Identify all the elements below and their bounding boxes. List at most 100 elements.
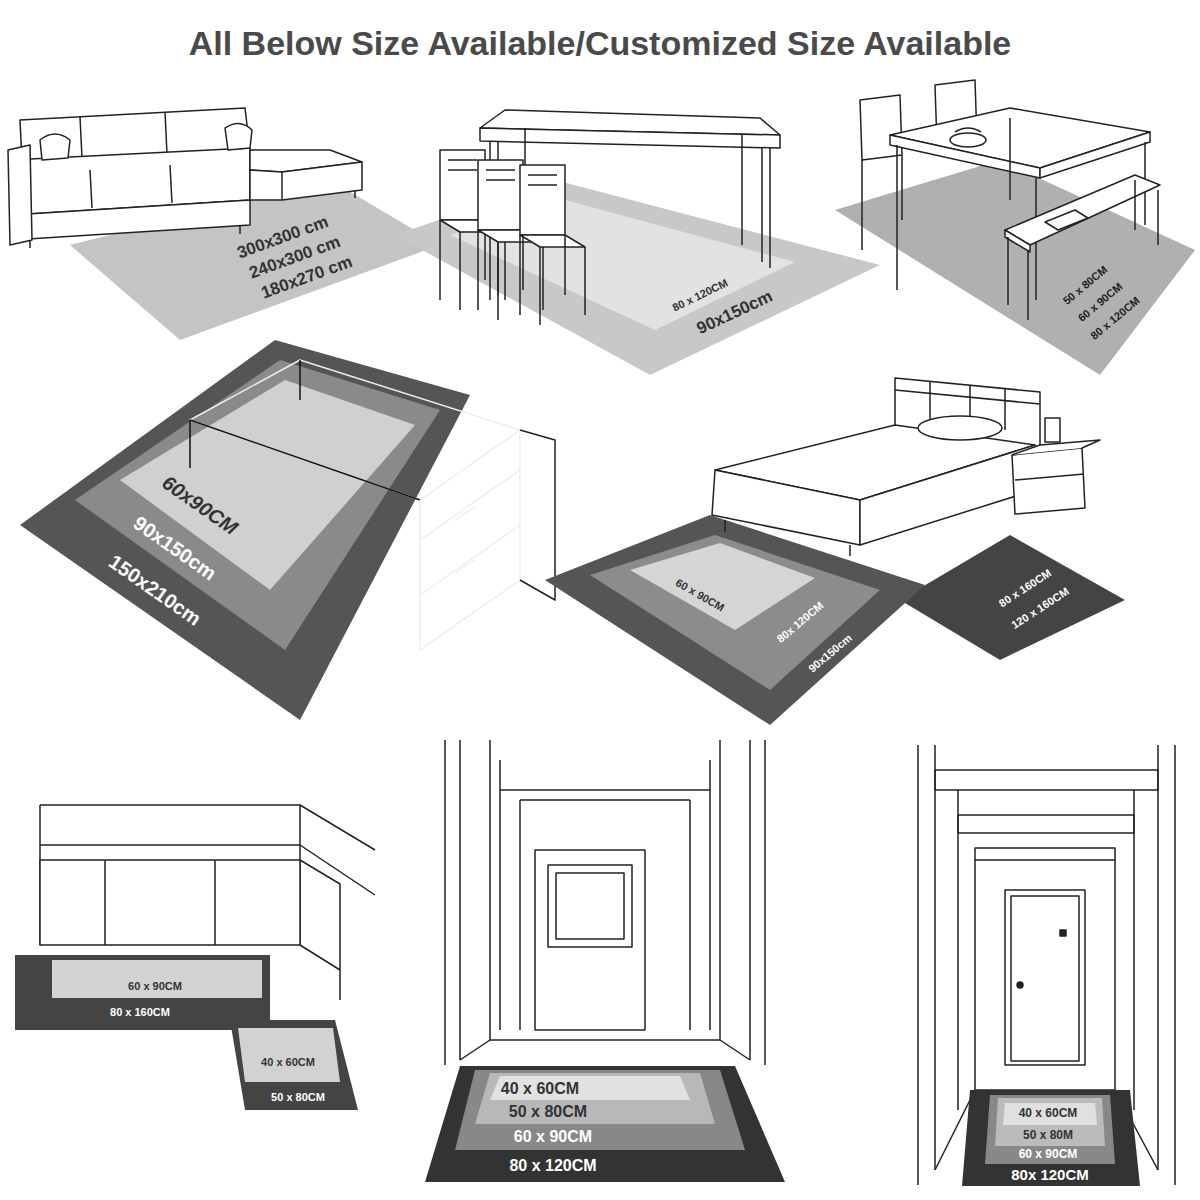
desk-scene-part: [420, 430, 520, 650]
doorway-scene-part: [548, 865, 632, 947]
kitchen-scene-part: [105, 860, 215, 945]
chair: [520, 165, 585, 325]
size-label: 60 x 90CM: [514, 1128, 592, 1146]
bed-scene-part: [712, 470, 860, 545]
dining-scene: [395, 110, 880, 375]
hallway-scene-part: [918, 745, 1175, 1185]
chair: [860, 95, 902, 250]
sofa-scene-part: [80, 112, 167, 158]
doorway-scene-part: [556, 873, 624, 939]
bench-scene-part: [950, 133, 986, 147]
chair-part: [478, 160, 523, 230]
bench-scene: [835, 80, 1195, 375]
rug: [985, 1095, 1115, 1164]
rug: [475, 1073, 715, 1124]
kitchen-scene-part: [300, 860, 340, 1000]
rug: [238, 1028, 340, 1082]
chair-part: [520, 235, 585, 247]
bed-scene-part: [725, 520, 850, 556]
hallway-scene-part: [958, 815, 1134, 833]
size-label: 80 x 160CM: [110, 1006, 170, 1018]
doorway-scene-part: [460, 740, 750, 1060]
size-label: 60 x 90CM: [1019, 1148, 1078, 1161]
kitchen-scene-part: [40, 805, 375, 850]
rug: [15, 955, 270, 1030]
sofa-scene-part: [281, 172, 283, 200]
hallway-scene-part: [935, 770, 1158, 790]
hallway-scene-part: [1011, 896, 1079, 1061]
rug: [962, 1090, 1140, 1186]
hallway-scene-part: [958, 790, 1134, 1110]
kitchen-scene-part: [40, 805, 300, 945]
rug: [630, 543, 815, 630]
hallway-scene-part: [1017, 982, 1023, 988]
size-label: 50 x 80M: [1023, 1129, 1073, 1142]
rug: [590, 535, 880, 690]
sofa-scene-part: [40, 134, 70, 160]
bench-scene-part: [955, 128, 981, 132]
rug: [835, 160, 1195, 375]
rug: [75, 360, 440, 650]
bed-scene-part: [1012, 448, 1085, 514]
rug: [425, 1066, 785, 1182]
sofa-scene-part: [225, 123, 252, 150]
bed-scene-part: [1015, 474, 1084, 480]
sofa-scene: [8, 108, 440, 340]
bed-scene-part: [860, 445, 1035, 545]
desk-scene-part: [520, 430, 555, 600]
doorway-scene: [425, 740, 785, 1182]
page-title: All Below Size Available/Customized Size…: [0, 24, 1200, 63]
size-label: 40 x 60CM: [261, 1056, 315, 1068]
desk-scene-part: [190, 360, 520, 500]
rug: [900, 535, 1125, 660]
hallway-scene-part: [1060, 930, 1066, 936]
rug: [20, 340, 470, 720]
sofa-scene-part: [250, 162, 362, 200]
dining-scene-part: [490, 128, 770, 300]
hallway-scene: [918, 745, 1175, 1186]
kitchen-scene: [15, 805, 375, 1110]
chair-part: [862, 155, 902, 250]
rug: [455, 1070, 745, 1150]
size-label: 50 x 80CM: [271, 1091, 325, 1103]
desk-scene-part: [455, 506, 475, 625]
chair-part: [860, 95, 902, 160]
rug: [1003, 1103, 1097, 1125]
doorway-scene-part: [445, 740, 765, 1065]
rug: [995, 1098, 1105, 1146]
bench-scene-part: [890, 108, 1150, 168]
sofa-scene-part: [12, 200, 250, 240]
size-label: 50 x 80CM: [509, 1103, 587, 1121]
chair-part: [520, 235, 585, 325]
rug: [230, 1020, 358, 1110]
bed-scene-part: [1045, 418, 1060, 442]
sofa-scene-part: [90, 165, 172, 208]
desk-scene: [20, 340, 555, 720]
sofa-scene-part: [8, 145, 32, 245]
bed-scene-part: [918, 416, 1002, 440]
size-label: 60 x 90CM: [128, 980, 182, 992]
hallway-scene-part: [975, 848, 1115, 860]
desk-scene-part: [190, 360, 300, 468]
bed-scene: [545, 378, 1125, 725]
hallway-scene-part: [975, 860, 1115, 1090]
bench-scene-part: [1005, 175, 1160, 245]
size-label: 40 x 60CM: [1019, 1107, 1078, 1120]
doorway-scene-part: [500, 760, 710, 1030]
doorway-scene-part: [490, 1039, 720, 1041]
rug: [490, 1076, 690, 1100]
bench-scene-part: [1040, 132, 1150, 178]
rug: [52, 960, 262, 998]
bench-scene-part: [1045, 210, 1088, 230]
desk-scene-part: [420, 470, 520, 595]
size-label: 80 x 120CM: [509, 1157, 596, 1175]
desk-scene-part: [190, 420, 420, 500]
kitchen-scene-part: [40, 860, 300, 945]
hallway-scene-part: [1005, 890, 1085, 1065]
size-label: 80x 120CM: [1011, 1167, 1089, 1184]
doorway-scene-part: [535, 850, 645, 1030]
size-label: 40 x 60CM: [501, 1080, 579, 1098]
chair-part: [520, 165, 565, 235]
